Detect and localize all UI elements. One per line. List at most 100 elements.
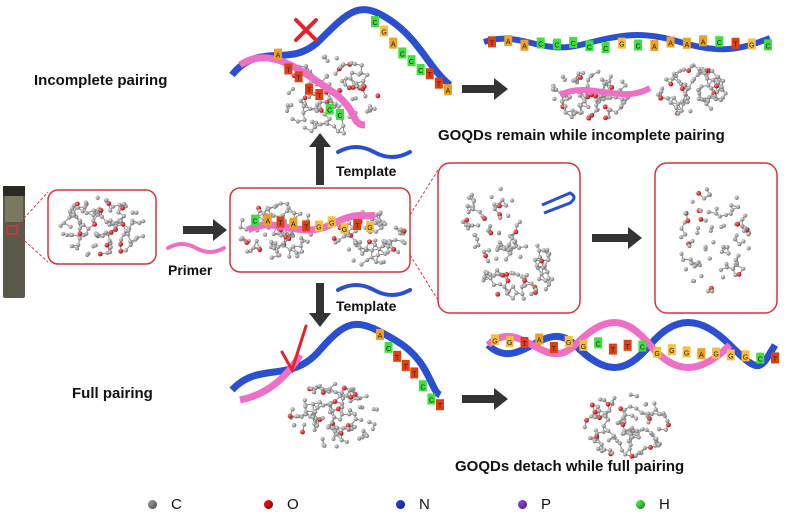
atom bbox=[347, 412, 352, 417]
atom bbox=[484, 270, 489, 275]
base-letter: C bbox=[327, 108, 332, 115]
base-block bbox=[488, 36, 496, 48]
base-letter: G bbox=[329, 220, 334, 227]
atom bbox=[378, 260, 384, 265]
zoom-molecule-2 bbox=[679, 187, 752, 294]
atom bbox=[601, 423, 606, 428]
atom bbox=[288, 247, 293, 252]
atom bbox=[334, 432, 339, 437]
atom bbox=[670, 76, 675, 81]
atom bbox=[106, 201, 112, 206]
atom bbox=[497, 240, 502, 245]
atom bbox=[128, 239, 133, 244]
base-letter: T bbox=[611, 348, 616, 355]
atom bbox=[718, 267, 724, 272]
arrow-down-template bbox=[309, 283, 331, 327]
atom bbox=[271, 246, 276, 251]
detach-caption: GOQDs detach while full pairing bbox=[455, 458, 685, 475]
base-letter: A bbox=[652, 44, 657, 51]
base-block bbox=[520, 39, 529, 51]
atom bbox=[318, 100, 323, 105]
atom bbox=[287, 413, 293, 419]
atom bbox=[60, 231, 66, 236]
atom bbox=[735, 221, 741, 227]
base-letter: T bbox=[286, 67, 291, 74]
base-block bbox=[416, 64, 425, 76]
atom bbox=[278, 201, 283, 206]
atom bbox=[704, 76, 710, 81]
atom bbox=[594, 98, 599, 103]
atom bbox=[663, 427, 668, 432]
atom bbox=[322, 443, 327, 448]
atom bbox=[691, 278, 697, 284]
base-letter: T bbox=[625, 344, 630, 351]
atom bbox=[610, 450, 615, 456]
atom bbox=[535, 243, 540, 248]
atom bbox=[374, 407, 379, 412]
atom bbox=[502, 247, 507, 252]
base-letter: T bbox=[490, 40, 495, 47]
atom bbox=[339, 390, 344, 395]
base-block bbox=[398, 47, 407, 59]
atom bbox=[379, 225, 384, 230]
base-letter: G bbox=[728, 353, 733, 360]
base-block bbox=[617, 37, 626, 49]
atom bbox=[344, 393, 349, 398]
atom bbox=[283, 230, 288, 235]
base-letter: C bbox=[640, 345, 645, 352]
atom bbox=[64, 232, 70, 238]
atom bbox=[301, 110, 306, 115]
atom bbox=[668, 81, 674, 87]
atom bbox=[608, 74, 613, 79]
atom bbox=[570, 108, 575, 113]
atom bbox=[289, 102, 294, 108]
atom bbox=[612, 395, 617, 400]
base-block bbox=[505, 335, 514, 347]
atom bbox=[606, 438, 611, 443]
base-letter: T bbox=[522, 341, 527, 348]
base-block bbox=[650, 39, 659, 51]
atom bbox=[299, 249, 305, 254]
atom bbox=[477, 209, 482, 215]
atom bbox=[372, 106, 377, 111]
atom bbox=[599, 77, 605, 82]
atom bbox=[583, 94, 588, 99]
atom bbox=[91, 213, 96, 218]
atom bbox=[588, 74, 593, 79]
atom bbox=[597, 408, 602, 413]
atom bbox=[498, 215, 503, 220]
atom bbox=[522, 283, 527, 288]
atom bbox=[658, 95, 664, 101]
base-letter: C bbox=[538, 41, 543, 48]
base-block bbox=[294, 71, 303, 83]
atom bbox=[629, 425, 635, 430]
atom bbox=[586, 115, 592, 121]
atom bbox=[341, 131, 347, 136]
primer-strand bbox=[166, 242, 226, 254]
atom bbox=[391, 246, 397, 252]
atom bbox=[706, 289, 711, 294]
atom bbox=[734, 195, 739, 200]
atom bbox=[340, 78, 345, 84]
atom bbox=[121, 213, 127, 219]
atom bbox=[276, 244, 281, 249]
base-block bbox=[608, 343, 617, 355]
atom bbox=[352, 392, 358, 397]
base-letter: C bbox=[554, 43, 559, 50]
atom bbox=[679, 108, 684, 113]
atom bbox=[353, 96, 358, 101]
atom bbox=[134, 210, 139, 215]
atom bbox=[704, 187, 709, 192]
atom bbox=[622, 407, 627, 412]
atom bbox=[512, 239, 517, 245]
base-block bbox=[336, 108, 344, 120]
atom bbox=[516, 245, 522, 250]
atom bbox=[688, 257, 693, 262]
atom bbox=[402, 240, 407, 246]
atom bbox=[503, 203, 509, 208]
atom bbox=[291, 244, 296, 249]
base-block bbox=[634, 39, 643, 51]
atom bbox=[699, 84, 704, 89]
atom bbox=[310, 415, 316, 420]
atom bbox=[563, 110, 568, 115]
